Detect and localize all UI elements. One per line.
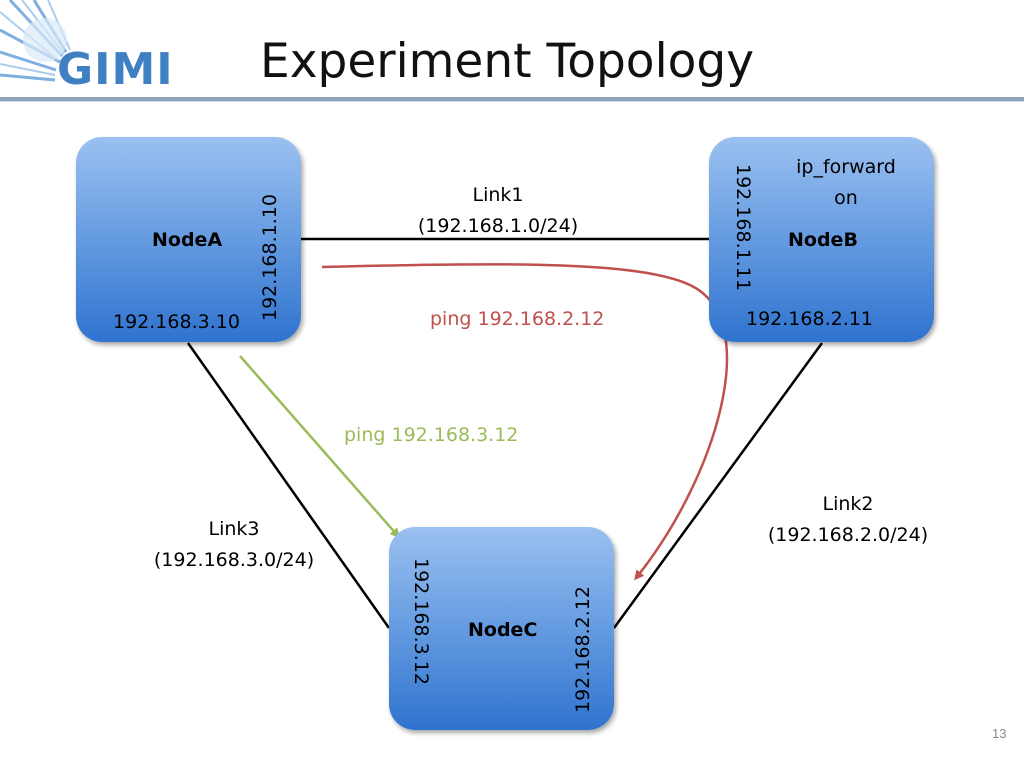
ping-red-label: ping 192.168.2.12 <box>430 308 605 330</box>
link1-name: Link1 <box>472 184 524 206</box>
ip-forward-state: on <box>834 187 858 209</box>
title-divider <box>0 97 1024 101</box>
node-a[interactable] <box>76 137 301 342</box>
title-divider-highlight <box>0 101 1024 102</box>
link2-subnet: (192.168.2.0/24) <box>767 524 929 546</box>
link2-line <box>612 342 824 629</box>
link1-label: Link1 (192.168.1.0/24) <box>398 180 598 242</box>
node-c-name: NodeC <box>468 619 538 641</box>
node-b[interactable] <box>709 137 934 342</box>
link2-label: Link2 (192.168.2.0/24) <box>748 489 948 551</box>
link3-name: Link3 <box>208 518 260 540</box>
link1-subnet: (192.168.1.0/24) <box>417 215 579 237</box>
globe-burst-icon <box>0 0 71 82</box>
link3-line <box>186 342 391 629</box>
link3-label: Link3 (192.168.3.0/24) <box>134 514 334 576</box>
ip-forward-label: ip_forward <box>796 156 896 178</box>
node-c-ip-link3: 192.168.3.12 <box>410 558 432 685</box>
page-title: Experiment Topology <box>260 34 755 89</box>
node-a-name: NodeA <box>152 229 223 251</box>
node-b-ip-link2: 192.168.2.11 <box>746 308 873 330</box>
gimi-logo: GIMI <box>0 0 200 98</box>
node-b-ip-link1: 192.168.1.11 <box>732 164 754 291</box>
ping-green-label: ping 192.168.3.12 <box>344 424 519 446</box>
slide-number: 13 <box>992 726 1007 741</box>
node-c-ip-link2: 192.168.2.12 <box>572 586 594 713</box>
node-a-ip-link1: 192.168.1.10 <box>259 194 281 321</box>
node-b-name: NodeB <box>788 229 858 251</box>
link2-name: Link2 <box>822 493 874 515</box>
node-c[interactable] <box>389 527 614 730</box>
logo-text: GIMI <box>57 44 174 95</box>
link3-subnet: (192.168.3.0/24) <box>153 549 315 571</box>
ping-green-arrow <box>239 355 400 539</box>
node-a-ip-link3: 192.168.3.10 <box>113 311 240 333</box>
node-b-note: ip_forward on <box>786 152 906 214</box>
ping-red-arrow <box>321 263 729 581</box>
